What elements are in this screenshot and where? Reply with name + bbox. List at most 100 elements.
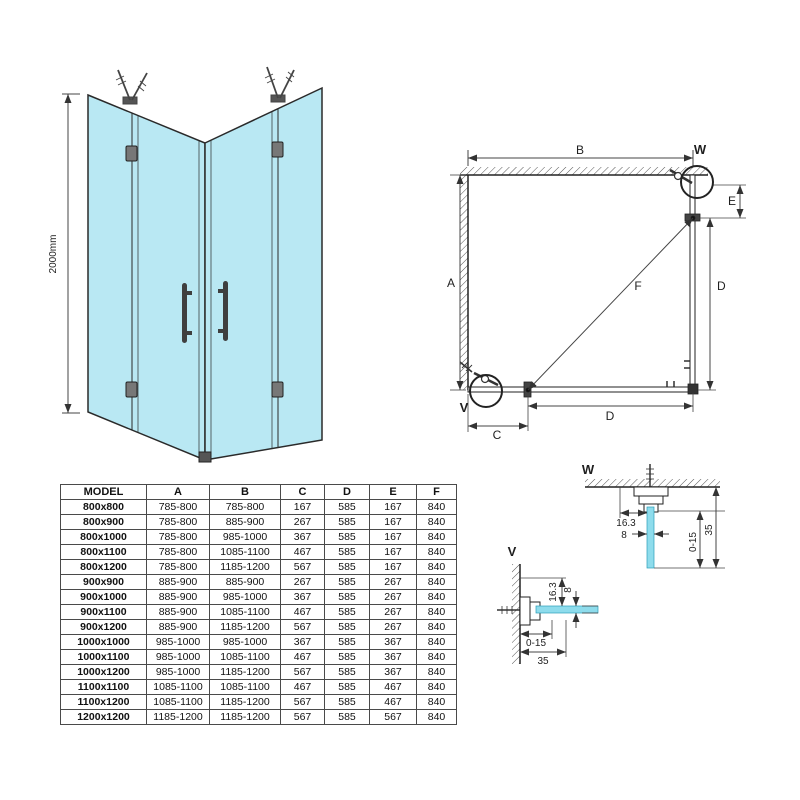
handle-icon xyxy=(182,283,187,343)
plan-glass-panels xyxy=(467,174,696,393)
dimension-cell: 985-1000 xyxy=(146,664,210,680)
dimension-cell: 567 xyxy=(280,664,325,680)
col-header-model: MODEL xyxy=(60,484,147,500)
dimension-cell: 567 xyxy=(280,694,325,710)
dimension-cell: 885-900 xyxy=(146,589,210,605)
plan-brackets xyxy=(459,168,693,387)
dimension-cell: 467 xyxy=(369,694,417,710)
plan-panel-right xyxy=(689,174,696,391)
dimension-cell: 585 xyxy=(324,574,370,590)
dimension-cell: 885-900 xyxy=(146,574,210,590)
dimension-cell: 840 xyxy=(416,694,457,710)
dimension-cell: 840 xyxy=(416,514,457,530)
model-cell: 900x1200 xyxy=(60,619,147,635)
model-cell: 800x1000 xyxy=(60,529,147,545)
corner-foot xyxy=(198,451,212,463)
dimension-cell: 585 xyxy=(324,634,370,650)
dimension-cell: 585 xyxy=(324,619,370,635)
dimension-cell: 840 xyxy=(416,709,457,725)
hinge-icon xyxy=(271,141,284,158)
col-header-b: B xyxy=(209,484,281,500)
dimension-cell: 585 xyxy=(324,709,370,725)
dimension-cell: 367 xyxy=(369,634,417,650)
screw-threads xyxy=(115,71,295,92)
detail-w-dim-offset: 16.3 xyxy=(616,518,636,529)
dim-d-bottom-label: D xyxy=(606,409,615,423)
dimension-cell: 167 xyxy=(369,514,417,530)
dimension-cell: 585 xyxy=(324,664,370,680)
dimension-cell: 367 xyxy=(280,529,325,545)
detail-w-glass xyxy=(646,506,655,569)
hinges xyxy=(125,141,284,398)
glass-panel-right xyxy=(204,86,323,461)
dimension-cell: 167 xyxy=(369,544,417,560)
dimension-cell: 367 xyxy=(369,664,417,680)
detail-v-dim-range: 0-15 xyxy=(526,638,546,649)
dimension-cell: 585 xyxy=(324,559,370,575)
dimension-cell: 585 xyxy=(324,544,370,560)
dim-f-label: F xyxy=(634,279,641,293)
table-header-row: MODEL A B C D E F xyxy=(60,484,457,500)
dimension-cell: 567 xyxy=(280,619,325,635)
dimension-cell: 840 xyxy=(416,679,457,695)
model-cell: 1200x1200 xyxy=(60,709,147,725)
dimension-cell: 467 xyxy=(280,544,325,560)
dim-e-label: E xyxy=(728,194,736,208)
detail-w-wall xyxy=(585,479,720,488)
dimension-cell: 840 xyxy=(416,529,457,545)
col-header-a: A xyxy=(146,484,210,500)
dimension-cell: 1185-1200 xyxy=(209,694,281,710)
model-cell: 900x900 xyxy=(60,574,147,590)
dimension-cell: 567 xyxy=(280,559,325,575)
dimension-cell: 1185-1200 xyxy=(209,559,281,575)
detail-w-title: W xyxy=(582,462,595,477)
dimension-cell: 267 xyxy=(369,604,417,620)
plan-handles xyxy=(666,360,690,387)
model-cell: 1100x1100 xyxy=(60,679,147,695)
dimension-cell: 585 xyxy=(324,649,370,665)
detail-v-marker-label: V xyxy=(460,400,469,415)
dimension-cell: 167 xyxy=(369,559,417,575)
dimension-cell: 840 xyxy=(416,619,457,635)
dimension-cell: 1085-1100 xyxy=(209,679,281,695)
model-cell: 800x900 xyxy=(60,514,147,530)
dimension-cell: 840 xyxy=(416,649,457,665)
detail-circle-w xyxy=(680,165,714,199)
dimension-cell: 467 xyxy=(280,649,325,665)
model-cell: 1000x1200 xyxy=(60,664,147,680)
dimension-cell: 985-1000 xyxy=(209,529,281,545)
plan-dimensions xyxy=(450,150,746,432)
dimension-cell: 1185-1200 xyxy=(209,709,281,725)
dimension-cell: 367 xyxy=(280,589,325,605)
dimension-cell: 840 xyxy=(416,499,457,515)
detail-v-dim-glass: 8 xyxy=(563,587,574,593)
dimension-cell: 585 xyxy=(324,499,370,515)
dimension-cell: 785-800 xyxy=(209,499,281,515)
dim-b-label: B xyxy=(576,143,584,157)
dimension-cell: 585 xyxy=(324,679,370,695)
dim-c-label: C xyxy=(493,428,502,442)
dimension-cell: 1085-1100 xyxy=(146,679,210,695)
col-header-f: F xyxy=(416,484,457,500)
dimension-cell: 467 xyxy=(369,679,417,695)
dimension-cell: 467 xyxy=(280,679,325,695)
dimension-cell: 267 xyxy=(369,589,417,605)
col-header-e: E xyxy=(369,484,417,500)
detail-v-anchor-screw xyxy=(497,606,520,614)
detail-v-dimensions xyxy=(520,577,598,657)
detail-w-anchor-screw xyxy=(646,464,654,487)
dimension-cell: 367 xyxy=(280,634,325,650)
detail-v-dim-offset: 16.3 xyxy=(548,582,559,602)
dimension-cell: 1085-1100 xyxy=(209,649,281,665)
